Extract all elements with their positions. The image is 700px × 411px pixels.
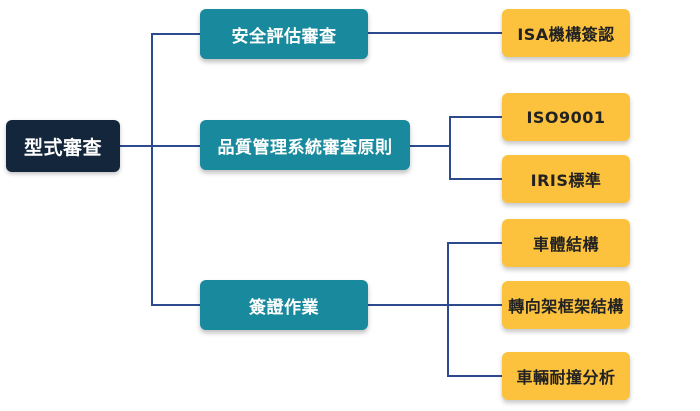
branch-node-quality-management: 品質管理系統審查原則 — [200, 120, 410, 170]
branch-node-certification: 簽證作業 — [200, 280, 368, 330]
leaf-node-car-body: 車體結構 — [502, 219, 630, 267]
leaf-node-iso9001: ISO9001 — [502, 93, 630, 141]
branch-node-safety-assessment: 安全評估審查 — [200, 9, 368, 59]
leaf-node-iris: IRIS標準 — [502, 155, 630, 203]
leaf-node-crashworthiness: 車輛耐撞分析 — [502, 352, 630, 400]
root-node: 型式審查 — [6, 120, 120, 172]
leaf-node-isa: ISA機構簽認 — [502, 9, 630, 57]
leaf-node-bogie-frame: 轉向架框架結構 — [502, 281, 630, 329]
